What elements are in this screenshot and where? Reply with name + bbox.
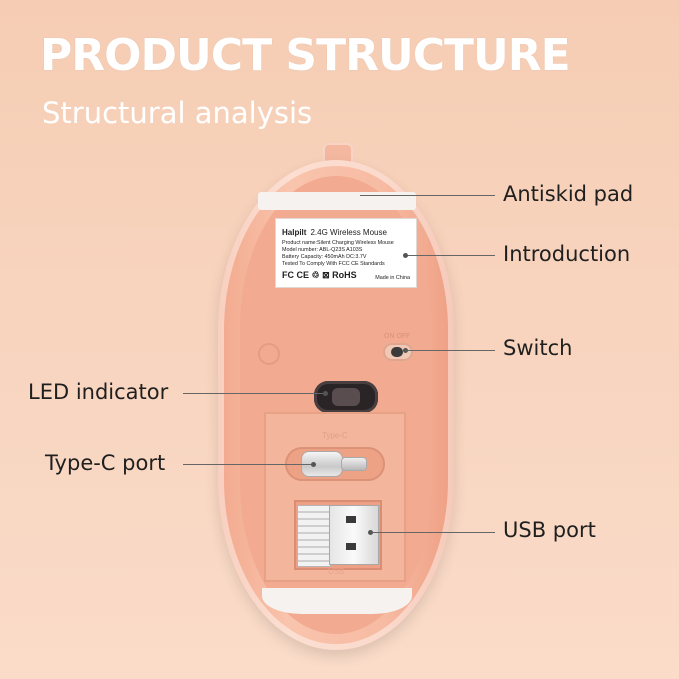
label-brand: Halpilt	[282, 228, 307, 237]
mouse-top-tab	[323, 143, 353, 165]
switch-engraving: ON OFF	[384, 333, 411, 340]
callout-usb-port: USB port	[503, 518, 596, 542]
callout-line-usb	[370, 532, 495, 533]
type-c-engraving: Type-C	[322, 431, 348, 440]
led-sensor-lens	[332, 388, 360, 406]
callout-dot-led	[323, 391, 328, 396]
callout-dot-introduction	[403, 253, 408, 258]
usb-engraving: USB	[328, 567, 345, 576]
callout-line-switch	[405, 350, 495, 351]
label-product-name: Product name:Silent Charging Wireless Mo…	[282, 240, 394, 246]
label-tested: Tested To Comply With FCC CE Standards	[282, 261, 385, 267]
antiskid-pad-top	[258, 192, 416, 210]
callout-type-c-port: Type-C port	[45, 451, 166, 475]
callout-line-led	[183, 393, 325, 394]
callout-line-antiskid	[360, 195, 495, 196]
callout-line-introduction	[405, 255, 495, 256]
label-certifications: FC CE ♲ ⊠ RoHS	[282, 270, 357, 280]
label-battery: Battery Capacity: 450mAh DC:3.7V	[282, 254, 367, 260]
type-c-adapter-tip	[342, 458, 366, 470]
label-model-number: Model number: ABL-Q23S A103S	[282, 247, 363, 253]
callout-introduction: Introduction	[503, 242, 631, 266]
callout-led-indicator: LED indicator	[28, 380, 169, 404]
page-subtitle: Structural analysis	[42, 96, 313, 130]
label-title: 2.4G Wireless Mouse	[310, 228, 387, 237]
usb-receiver-grip	[298, 506, 330, 566]
label-made-in: Made in China	[375, 275, 410, 281]
callout-antiskid-pad: Antiskid pad	[503, 182, 634, 206]
usb-contact-hole	[346, 543, 356, 550]
brand-logo-emboss	[258, 343, 280, 365]
power-switch-knob	[391, 347, 403, 357]
callout-dot-type-c	[311, 462, 316, 467]
callout-line-type-c	[183, 464, 313, 465]
antiskid-pad-bottom	[262, 588, 412, 614]
callout-switch: Switch	[503, 336, 573, 360]
callout-dot-usb	[368, 530, 373, 535]
page-title: PRODUCT STRUCTURE	[40, 30, 571, 81]
usb-receiver-plug	[330, 506, 378, 564]
callout-dot-switch	[403, 348, 408, 353]
usb-contact-hole	[346, 516, 356, 523]
